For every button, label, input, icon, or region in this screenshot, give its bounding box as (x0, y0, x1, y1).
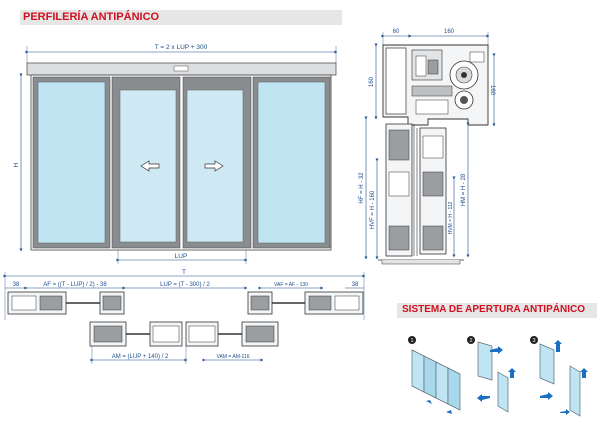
total-width-label: T = 2 x LUP + 300 (155, 44, 208, 51)
hvf-label: HVF = H - 160 (370, 190, 376, 229)
step-1-badge (408, 336, 416, 344)
step-1-number: 1 (410, 338, 413, 344)
perfileria-header-band (20, 10, 342, 25)
height-label: H (13, 162, 20, 167)
hvm-label: HVM = H - 112 (448, 201, 454, 234)
front-view: T = 2 x LUP + 300 H LUP (13, 44, 338, 264)
opening-label: LUP (175, 253, 188, 260)
dim-160-right: 160 (489, 85, 495, 96)
sistema-header-band (397, 303, 597, 318)
side-section: 60 160 160 160 (359, 29, 496, 265)
step-2-number: 2 (469, 338, 472, 344)
hm-label: HM = H - 28 (461, 173, 467, 206)
dim-160-top: 160 (444, 29, 455, 35)
lup-label: LUP = (T - 300) / 2 (160, 282, 210, 288)
arrow-right-icon (204, 160, 224, 172)
am-label: AM = (LUP + 140) / 2 (112, 354, 169, 360)
af-label: AF = ((T - LUP) / 2) - 38 (43, 282, 107, 288)
perfileria-title: PERFILERÍA ANTIPÁNICO (23, 11, 160, 23)
sensor (173, 65, 189, 72)
vaf-label: VAF = AF - 130 (274, 282, 308, 288)
dim-160-left: 160 (369, 76, 375, 87)
left-end-label: 38 (13, 282, 20, 288)
sistema-title: SISTEMA DE APERTURA ANTIPÁNICO (402, 304, 585, 315)
step-2-badge (467, 336, 475, 344)
step-3-badge (530, 336, 538, 344)
arrow-left-icon (140, 160, 160, 172)
dim-60: 60 (393, 29, 400, 35)
hf-label: HF = H - 32 (359, 172, 365, 204)
step-3-number: 3 (532, 338, 535, 344)
right-end-label: 38 (352, 282, 359, 288)
vam-label: VAM = AM-116 (216, 354, 249, 360)
antipanic-steps: 1 2 3 (408, 336, 588, 417)
plan-total-label: T (182, 269, 186, 276)
plan-view: T 38 AF = ((T - LUP) / 2) - 38 LUP = (T … (3, 269, 366, 364)
